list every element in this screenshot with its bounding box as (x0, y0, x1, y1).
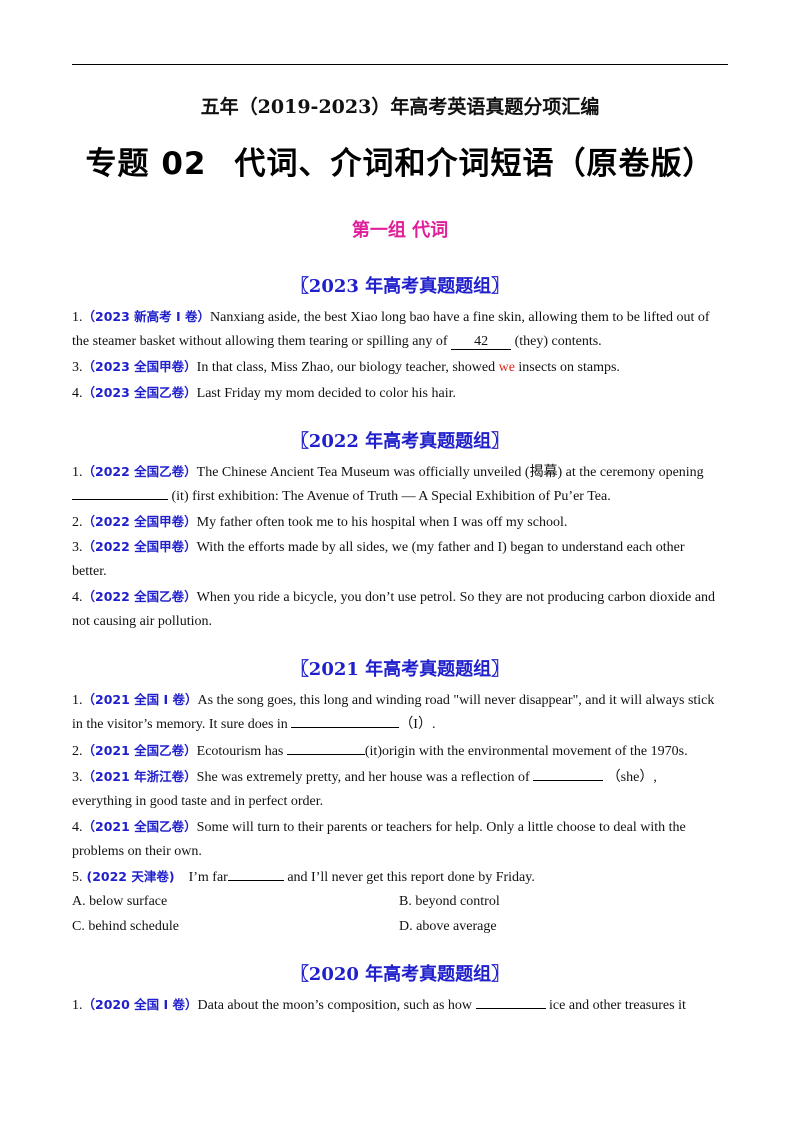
question-2021-1-line2: in the visitor’s memory. It sure does in… (72, 712, 728, 737)
question-number: 4. (72, 386, 83, 401)
question-text: As the song goes, this long and winding … (197, 693, 715, 708)
group-title: 第一组 代词 (351, 220, 449, 241)
question-number: 3. (72, 770, 83, 785)
answer-blank (475, 994, 546, 1009)
option-d[interactable]: D. above average (399, 919, 497, 934)
question-number: 1. (72, 310, 83, 325)
question-text: The Chinese Ancient Tea Museum was offic… (196, 465, 704, 480)
option-b[interactable]: B. beyond control (399, 894, 500, 909)
section-title-2020: 〖2020 年高考真题题组〗 (290, 964, 510, 985)
question-text: （I）. (399, 717, 436, 732)
question-text: Last Friday my mom decided to color his … (196, 386, 456, 401)
question-2023-1: 1.（2023 新高考 I 卷）Nanxiang aside, the best… (72, 304, 728, 330)
section-title-2022: 〖2022 年高考真题题组〗 (290, 431, 510, 452)
question-text: Data about the moon’s composition, such … (197, 998, 476, 1013)
section-title-2021: 〖2021 年高考真题题组〗 (290, 659, 510, 680)
question-2021-3: 3.（2021 年浙江卷）She was extremely pretty, a… (72, 764, 728, 790)
header-rule (72, 64, 728, 65)
question-2021-2: 2.（2021 全国乙卷）Ecotourism has (it)origin w… (72, 738, 728, 764)
question-text: (they) contents. (511, 334, 602, 349)
answer-blank (533, 766, 604, 781)
question-text: Ecotourism has (196, 744, 287, 759)
question-text: in the visitor’s memory. It sure does in (72, 717, 292, 732)
question-source: （2022 全国乙卷） (82, 464, 197, 479)
question-source: （2020 全国 I 卷） (82, 997, 198, 1012)
answer-blank (291, 713, 400, 728)
question-2020-1: 1.（2020 全国 I 卷）Data about the moon’s com… (72, 992, 728, 1018)
question-number: 2. (72, 515, 83, 530)
question-source: （2022 全国甲卷） (82, 539, 197, 554)
question-text: insects on stamps. (514, 360, 620, 375)
question-2023-4: 4.（2023 全国乙卷）Last Friday my mom decided … (72, 380, 728, 406)
question-source: （2021 年浙江卷） (82, 769, 197, 784)
answer-blank (227, 866, 284, 881)
question-number: 1. (72, 465, 83, 480)
question-text: （she）, (603, 770, 657, 785)
question-2022-3: 3.（2022 全国甲卷）With the efforts made by al… (72, 534, 728, 560)
question-source: （2022 全国甲卷） (82, 514, 197, 529)
question-source: （2021 全国乙卷） (82, 743, 197, 758)
question-number: 1. (72, 998, 83, 1013)
question-2022-3-line2: better. (72, 564, 107, 579)
section-title-2023: 〖2023 年高考真题题组〗 (290, 276, 510, 297)
answer-blank (72, 485, 168, 500)
question-number: 3. (72, 540, 83, 555)
question-text: My father often took me to his hospital … (196, 515, 568, 530)
answer-word: we (498, 360, 515, 375)
question-2022-4: 4.（2022 全国乙卷）When you ride a bicycle, yo… (72, 584, 728, 610)
question-2022-1: 1.（2022 全国乙卷）The Chinese Ancient Tea Mus… (72, 459, 728, 485)
question-2021-4: 4.（2021 全国乙卷）Some will turn to their par… (72, 814, 728, 840)
question-source: (2022 天津卷) (86, 869, 175, 884)
question-2023-1-line2: the steamer basket without allowing them… (72, 329, 728, 354)
document-title: 专题 02 代词、介词和介词短语（原卷版） (0, 138, 800, 183)
question-text: I’m far (188, 870, 228, 885)
question-text: (it)origin with the environmental moveme… (364, 744, 688, 759)
option-c[interactable]: C. behind schedule (72, 919, 179, 934)
question-2023-3: 3.（2023 全国甲卷）In that class, Miss Zhao, o… (72, 354, 728, 380)
question-2022-4-line2: not causing air pollution. (72, 614, 212, 629)
question-number: 4. (72, 820, 83, 835)
question-number: 4. (72, 590, 83, 605)
document-subtitle: 五年（2019-2023）年高考英语真题分项汇编 (200, 96, 600, 118)
title-topic-number: 专题 02 (85, 146, 207, 182)
question-2022-1-line2: (it) first exhibition: The Avenue of Tru… (72, 484, 728, 509)
question-text: and I’ll never get this report done by F… (283, 870, 535, 885)
answer-blank: 42 (451, 335, 512, 350)
question-2021-3-line2: everything in good taste and in perfect … (72, 794, 324, 809)
question-text: She was extremely pretty, and her house … (196, 770, 534, 785)
question-2022-2: 2.（2022 全国甲卷）My father often took me to … (72, 509, 728, 535)
question-source: （2021 全国 I 卷） (82, 692, 198, 707)
question-number: 5. (72, 870, 83, 885)
question-number: 3. (72, 360, 83, 375)
question-source: （2023 新高考 I 卷） (82, 309, 211, 324)
question-text: (it) first exhibition: The Avenue of Tru… (168, 489, 611, 504)
question-number: 1. (72, 693, 83, 708)
question-text: Nanxiang aside, the best Xiao long bao h… (210, 310, 710, 325)
question-text: With the efforts made by all sides, we (… (196, 540, 685, 555)
question-number: 2. (72, 744, 83, 759)
question-source: （2023 全国甲卷） (82, 359, 197, 374)
question-text: the steamer basket without allowing them… (72, 334, 452, 349)
question-source: （2022 全国乙卷） (82, 589, 197, 604)
question-source: （2023 全国乙卷） (82, 385, 197, 400)
question-2021-5: 5.(2022 天津卷) I’m far and I’ll never get t… (72, 864, 728, 890)
answer-blank (286, 740, 365, 755)
title-topic-name: 代词、介词和介词短语（原卷版） (234, 146, 715, 182)
question-text: Some will turn to their parents or teach… (196, 820, 686, 835)
question-2021-4-line2: problems on their own. (72, 844, 202, 859)
question-source: （2021 全国乙卷） (82, 819, 197, 834)
question-text: ice and other treasures it (545, 998, 686, 1013)
question-2021-1: 1.（2021 全国 I 卷）As the song goes, this lo… (72, 687, 728, 713)
option-a[interactable]: A. below surface (72, 894, 168, 909)
question-text: When you ride a bicycle, you don’t use p… (196, 590, 716, 605)
question-text: In that class, Miss Zhao, our biology te… (196, 360, 499, 375)
